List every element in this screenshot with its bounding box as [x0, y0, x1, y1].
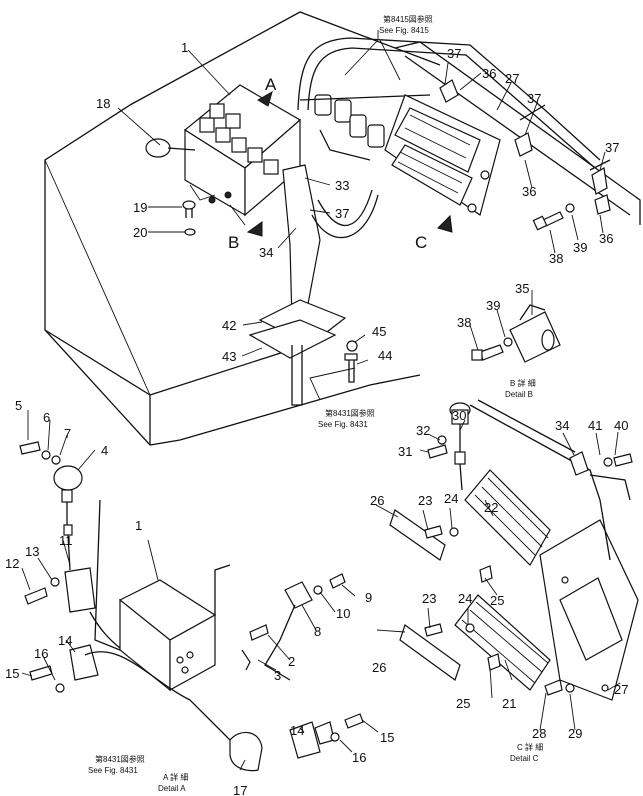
- callout-36-c: 36: [599, 231, 613, 246]
- callout-35: 35: [515, 281, 529, 296]
- callout-43: 43: [222, 349, 236, 364]
- callout-21: 21: [502, 696, 516, 711]
- note-fig8431b-jp: 第8431図参照: [95, 754, 145, 764]
- callout-40: 40: [614, 418, 628, 433]
- detail-c-leaders: [375, 419, 621, 731]
- callout-28: 28: [532, 726, 546, 741]
- note-fig8415-en: See Fig. 8415: [379, 26, 429, 35]
- callout-37-a: 37: [447, 46, 461, 61]
- monitor-panel-upper: [384, 94, 501, 216]
- callout-1-bot: 1: [135, 518, 142, 533]
- callout-14-a: 14: [58, 633, 72, 648]
- callout-37-b: 37: [527, 91, 541, 106]
- callout-19: 19: [133, 200, 147, 215]
- callout-15-b: 15: [380, 730, 394, 745]
- leader-lines-main: [117, 30, 606, 401]
- detail-b-clamp: [469, 290, 561, 363]
- control-lever: [248, 164, 379, 406]
- callout-29: 29: [568, 726, 582, 741]
- callout-25-b: 25: [456, 696, 470, 711]
- callout-16-a: 16: [34, 646, 48, 661]
- note-fig8431-en: See Fig. 8431: [318, 420, 368, 429]
- callout-13: 13: [25, 544, 39, 559]
- callout-36-a: 36: [482, 66, 496, 81]
- callout-41: 41: [588, 418, 602, 433]
- callout-24-a: 24: [444, 491, 458, 506]
- callout-11: 11: [59, 533, 73, 548]
- callout-38-top: 38: [549, 251, 563, 266]
- callout-3: 3: [274, 668, 281, 683]
- callout-37-c: 37: [605, 140, 619, 155]
- callout-44: 44: [378, 348, 392, 363]
- machine-body-outline: [44, 11, 441, 446]
- detail-c-lamp: [424, 402, 575, 696]
- callout-25-a: 25: [490, 593, 504, 608]
- relay-block-assembly: [145, 84, 302, 226]
- note-detail-a-jp: A 詳 細: [163, 772, 188, 782]
- view-label-a: A: [265, 75, 277, 94]
- note-detail-c-en: Detail C: [510, 754, 539, 763]
- callout-27-bot: 27: [614, 682, 628, 697]
- view-label-b: B: [228, 233, 239, 252]
- detail-a-leaders: [21, 410, 379, 771]
- callout-36-b: 36: [522, 184, 536, 199]
- callout-14-b: 14: [290, 723, 304, 738]
- callout-22: 22: [484, 500, 498, 515]
- note-fig8415-jp: 第8415図参照: [383, 14, 433, 24]
- note-fig8431-jp: 第8431図参照: [325, 408, 375, 418]
- callout-42: 42: [222, 318, 236, 333]
- callout-17: 17: [233, 783, 247, 796]
- callout-1-top: 1: [181, 40, 188, 55]
- callout-26-b: 26: [372, 660, 386, 675]
- callout-26-a: 26: [370, 493, 384, 508]
- callout-20: 20: [133, 225, 147, 240]
- view-label-c: C: [415, 233, 427, 252]
- callout-7: 7: [64, 426, 71, 441]
- bolt-38-top: [532, 203, 575, 231]
- callout-10: 10: [336, 606, 350, 621]
- callout-39-b: 39: [486, 298, 500, 313]
- callout-33: 33: [335, 178, 349, 193]
- callout-27-top: 27: [505, 71, 519, 86]
- callout-24-b: 24: [458, 591, 472, 606]
- callout-34: 34: [259, 245, 273, 260]
- callout-numbers: 1 18 19 20 33 37 34 42 43 45 44 37 36 27…: [5, 40, 628, 796]
- detail-c-clamp: [569, 451, 633, 476]
- callout-5: 5: [15, 398, 22, 413]
- detail-a-components: [53, 465, 335, 772]
- callout-18: 18: [96, 96, 110, 111]
- detail-c-panel: [469, 399, 639, 701]
- callout-9: 9: [365, 590, 372, 605]
- callout-23-a: 23: [418, 493, 432, 508]
- callout-15-a: 15: [5, 666, 19, 681]
- note-fig8431b-en: See Fig. 8431: [88, 766, 138, 775]
- harness-clamps: [439, 79, 611, 215]
- callout-31: 31: [398, 444, 412, 459]
- callout-37-mid: 37: [335, 206, 349, 221]
- detail-c-gauges: [389, 469, 551, 691]
- callout-16-b: 16: [352, 750, 366, 765]
- connector-cluster: [299, 94, 431, 161]
- note-detail-b-en: Detail B: [505, 390, 533, 399]
- callout-23-b: 23: [422, 591, 436, 606]
- screw-19: [182, 200, 196, 236]
- callout-45: 45: [372, 324, 386, 339]
- note-detail-a-en: Detail A: [158, 784, 186, 793]
- callout-4: 4: [101, 443, 108, 458]
- view-arrows: [246, 90, 453, 237]
- callout-34-b: 34: [555, 418, 569, 433]
- detail-a-fasteners: [19, 441, 364, 742]
- callout-6: 6: [43, 410, 50, 425]
- callout-12: 12: [5, 556, 19, 571]
- callout-32: 32: [416, 423, 430, 438]
- callout-8: 8: [314, 624, 321, 639]
- note-detail-b-jp: B 詳 細: [510, 378, 536, 388]
- note-detail-c-jp: C 詳 細: [517, 742, 543, 752]
- callout-39-top: 39: [573, 240, 587, 255]
- detail-a-bracket: [94, 499, 231, 692]
- callout-30: 30: [452, 408, 466, 423]
- callout-38-b: 38: [457, 315, 471, 330]
- callout-2: 2: [288, 654, 295, 669]
